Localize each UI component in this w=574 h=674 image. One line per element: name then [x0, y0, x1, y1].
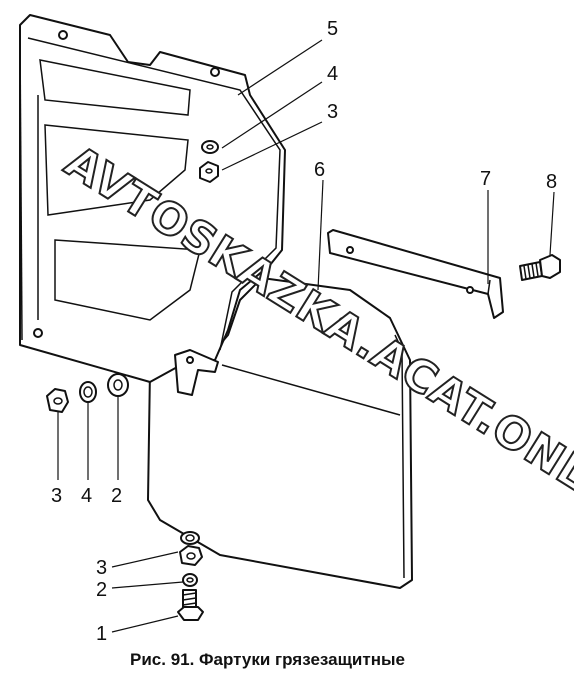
callout-7: 7: [480, 168, 491, 190]
callout-4-mid: 4: [81, 485, 92, 507]
leader-lines: [57, 39, 555, 633]
callout-4-top: 4: [327, 63, 338, 85]
bolt-8: [519, 254, 561, 281]
bracket-panel: [19, 14, 286, 396]
callout-8: 8: [546, 171, 557, 193]
callout-1-low: 1: [96, 623, 107, 645]
callout-labels: 5 4 3 6 7 8 3 4 2 3 2 1: [51, 18, 557, 645]
callout-5: 5: [327, 18, 338, 40]
figure-caption: Рис. 91. Фартуки грязезащитные: [130, 650, 405, 669]
side-fasteners: [46, 373, 129, 413]
callout-6: 6: [314, 159, 325, 181]
strip-plate: [327, 229, 504, 319]
callout-3-mid: 3: [51, 485, 62, 507]
callout-2-mid: 2: [111, 485, 122, 507]
bottom-fasteners: [177, 531, 204, 621]
callout-2-low: 2: [96, 579, 107, 601]
callout-3-top: 3: [327, 101, 338, 123]
top-fasteners: [199, 140, 219, 183]
callout-3-low: 3: [96, 557, 107, 579]
